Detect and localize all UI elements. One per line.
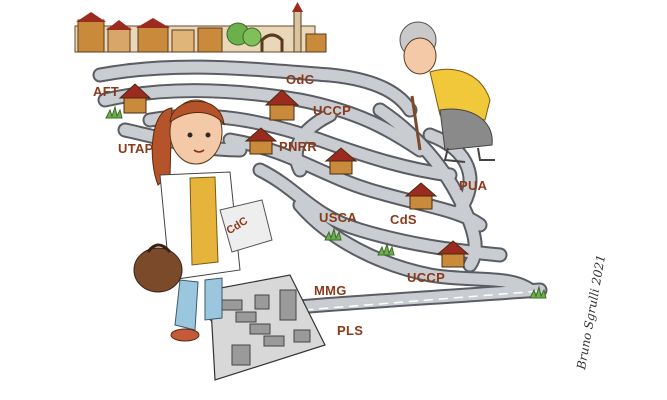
elderly-woman-character (399, 21, 495, 163)
label-pua: PUA (459, 178, 488, 193)
maze-roads (92, 59, 548, 323)
label-utap: UTAP (118, 141, 154, 156)
label-pnrr: PNRR (279, 139, 318, 154)
label-uccp-top: UCCP (313, 103, 352, 118)
doctor-character (133, 99, 273, 342)
house-pnrr (324, 147, 358, 175)
label-uccp-bottom: UCCP (407, 270, 446, 285)
label-usca: USCA (319, 210, 358, 225)
label-mmg: MMG (314, 283, 347, 298)
signature-text: Bruno Sgrulli 2021 (574, 254, 608, 372)
label-odc: OdC (286, 72, 315, 87)
house-aft (118, 83, 152, 114)
house-uccp (436, 240, 470, 268)
label-pls: PLS (337, 323, 364, 338)
grass-tufts (105, 105, 547, 299)
house-cvs (244, 127, 278, 155)
label-aft: AFT (93, 84, 120, 99)
house-cds (404, 182, 438, 210)
houses (118, 83, 470, 268)
escher-stairs-picture (209, 274, 326, 381)
village-skyline (74, 2, 327, 53)
label-cds: CdS (390, 212, 417, 227)
signature: Bruno Sgrulli 2021 (574, 254, 608, 372)
house-odc (264, 89, 300, 121)
